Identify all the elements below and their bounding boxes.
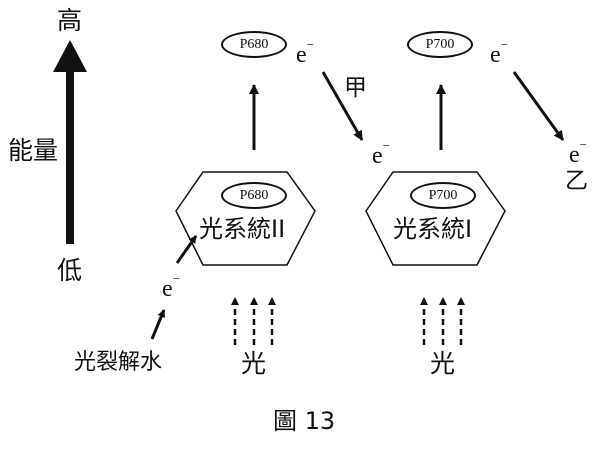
light-label-ps2: 光 [241, 349, 267, 378]
marker-jia: 甲 [344, 75, 367, 101]
electron-after-jia: e− [372, 138, 390, 169]
p700-core-oval: P700 [410, 182, 476, 209]
electron-from-water: e− [162, 271, 180, 302]
figure-caption: 圖 13 [273, 407, 336, 435]
transfer-arrow-jia [321, 71, 364, 141]
energy-axis-label: 能量 [8, 136, 59, 165]
p680-core-oval: P680 [221, 182, 287, 209]
p700-excited-oval: P700 [407, 31, 473, 58]
photosystem-ii-label: 光系統II [199, 215, 286, 243]
water-photolysis-label: 光裂解水 [74, 350, 163, 375]
marker-yi: 乙 [565, 168, 588, 194]
light-arrows-ps1 [420, 297, 465, 345]
electron-after-yi: e− [569, 137, 587, 168]
transfer-arrow-yi [512, 71, 565, 141]
energy-axis-arrow [53, 40, 87, 244]
electron-ps2-excited: e− [296, 37, 314, 68]
p680-excited-oval: P680 [221, 31, 287, 58]
electron-to-ps2-arrow [175, 235, 198, 264]
water-electron-arrow [150, 309, 166, 340]
photosystem-i-hexagon [365, 171, 506, 266]
energy-high-label: 高 [57, 6, 83, 35]
electron-ps1-excited: e− [490, 37, 508, 68]
photosystem-i-label: 光系統I [393, 215, 473, 243]
light-label-ps1: 光 [430, 349, 456, 378]
energy-low-label: 低 [57, 256, 83, 285]
photosystem-ii-hexagon [175, 171, 316, 266]
light-arrows-ps2 [231, 297, 276, 345]
